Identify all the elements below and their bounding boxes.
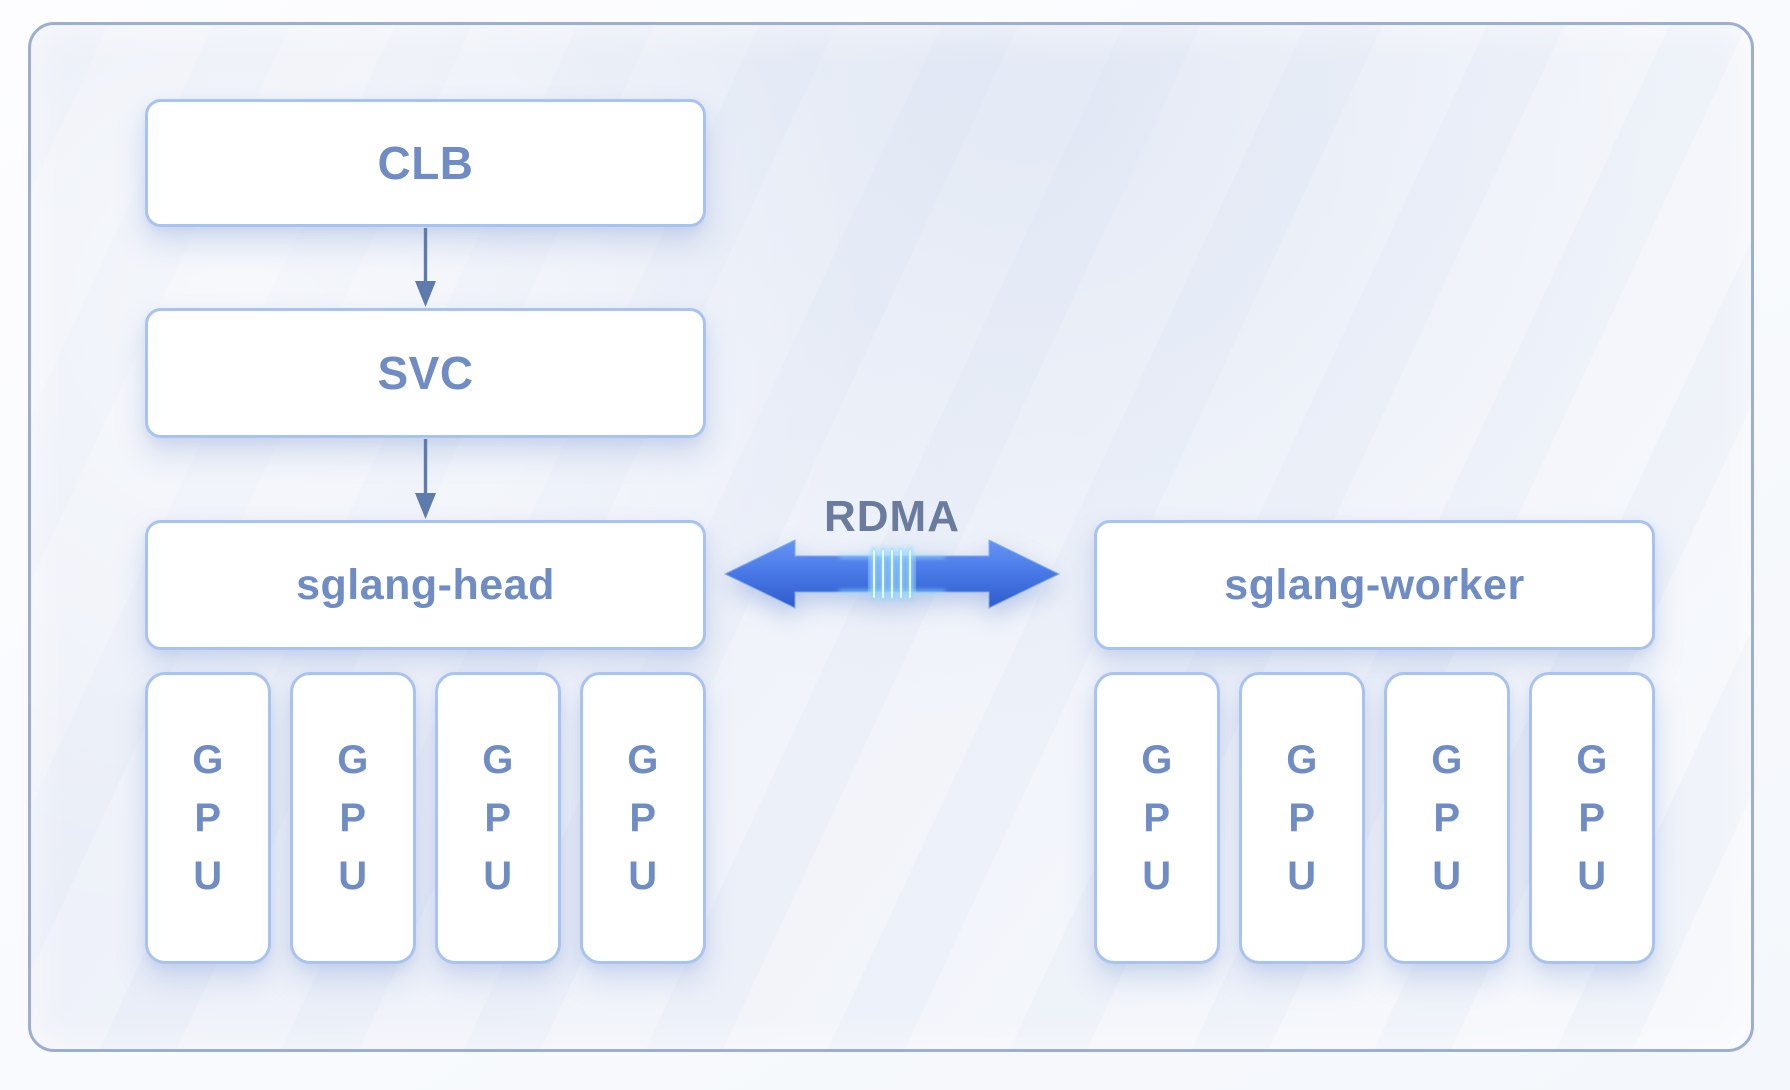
- head-gpu-2-label: GPU: [337, 738, 369, 898]
- worker-gpu-2: GPU: [1239, 672, 1365, 964]
- head-gpu-4-label: GPU: [627, 738, 659, 898]
- worker-gpu-1-label: GPU: [1141, 738, 1173, 898]
- node-svc-label: SVC: [377, 347, 474, 399]
- worker-gpu-3-label: GPU: [1431, 738, 1463, 898]
- arrow-down-icon: [415, 228, 436, 307]
- worker-gpu-4-label: GPU: [1576, 738, 1608, 898]
- worker-gpu-2-label: GPU: [1286, 738, 1318, 898]
- head-gpu-1: GPU: [145, 672, 271, 964]
- node-clb: CLB: [145, 99, 706, 227]
- node-clb-label: CLB: [377, 137, 474, 189]
- head-gpu-1-label: GPU: [192, 738, 224, 898]
- node-sglang-worker-label: sglang-worker: [1224, 560, 1525, 609]
- node-sglang-head: sglang-head: [145, 520, 706, 650]
- head-gpu-3-label: GPU: [482, 738, 514, 898]
- head-gpu-2: GPU: [290, 672, 416, 964]
- node-sglang-head-label: sglang-head: [296, 560, 555, 609]
- worker-gpu-1: GPU: [1094, 672, 1220, 964]
- rdma-link-label: RDMA: [824, 492, 960, 541]
- node-sglang-worker: sglang-worker: [1094, 520, 1655, 650]
- node-svc: SVC: [145, 308, 706, 438]
- worker-gpu-4: GPU: [1529, 672, 1655, 964]
- worker-gpu-3: GPU: [1384, 672, 1510, 964]
- rdma-bidirectional-arrow-icon: [723, 539, 1061, 609]
- head-gpu-3: GPU: [435, 672, 561, 964]
- arrow-down-icon: [415, 439, 436, 519]
- head-gpu-4: GPU: [580, 672, 706, 964]
